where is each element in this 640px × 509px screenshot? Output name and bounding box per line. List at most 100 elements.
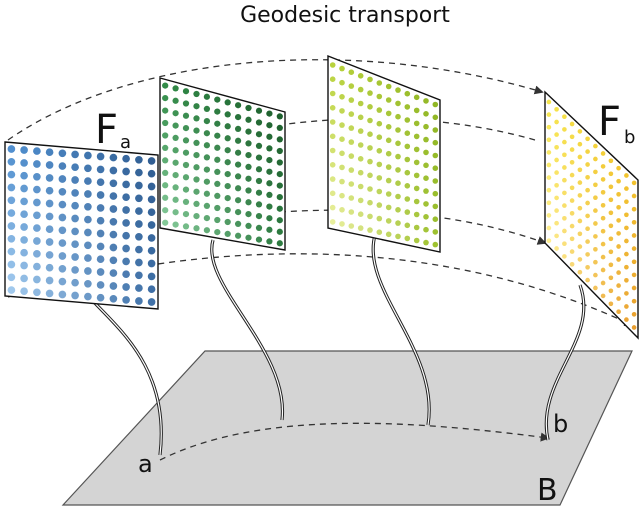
panel-dot [245, 175, 252, 182]
panel-dot [554, 106, 559, 112]
panel-dot [631, 219, 637, 225]
panel-dot [376, 161, 383, 168]
fiber-string-1 [90, 298, 163, 456]
panel-dot [631, 325, 637, 330]
panel-dot [122, 167, 130, 176]
panel-dot [276, 124, 283, 132]
panel-dot [147, 169, 156, 178]
panel-dot [276, 136, 283, 143]
panel-dot [348, 83, 355, 89]
panel-dot [84, 190, 92, 198]
panel-dot [71, 150, 79, 159]
panel-dot [135, 220, 143, 228]
panel-dot [255, 189, 263, 196]
panel-dot [234, 149, 242, 156]
panel-dot [45, 263, 54, 272]
panel-dot [122, 257, 130, 266]
panel-dot [214, 156, 221, 163]
fiber-b-label: F [598, 99, 621, 145]
panel-dot [546, 124, 552, 130]
panel-dot [84, 254, 92, 262]
panel-dot [45, 276, 54, 285]
panel-dot [600, 241, 606, 247]
panel-dot [624, 251, 629, 257]
panel-dot [45, 225, 54, 234]
panel-dot [109, 192, 118, 200]
panel-dot [600, 267, 606, 273]
panel-dot [569, 147, 575, 152]
panel-dot [395, 113, 401, 120]
panel-dot [593, 156, 598, 162]
panel-dot [376, 80, 383, 86]
panel-dot [147, 221, 156, 229]
panel-dot [616, 178, 621, 184]
panel-dot [224, 111, 231, 118]
panel-dot [224, 206, 231, 214]
panel-dot [600, 151, 606, 156]
panel-dot [84, 228, 92, 237]
panel-dot [45, 199, 54, 208]
panel-dot [616, 244, 621, 249]
panel-dot [84, 292, 92, 301]
panel-dot [58, 175, 67, 183]
panel-dot [339, 221, 345, 227]
panel-dot [162, 182, 169, 189]
panel-dot [577, 180, 583, 185]
panel-dot [234, 232, 242, 239]
panel-dot [423, 123, 429, 130]
panel-dot [423, 98, 429, 104]
panel-dot [245, 199, 252, 206]
panel-dot [45, 251, 54, 259]
panel-dot [122, 296, 130, 304]
panel-dot [593, 182, 598, 188]
panel-dot [162, 107, 169, 114]
panel-dot [147, 182, 156, 191]
panel-dot [395, 193, 401, 200]
panel-dot [109, 243, 118, 252]
panel-dot [367, 104, 373, 110]
panel-dot [266, 122, 273, 129]
panel-dot [122, 219, 130, 227]
panel-dot [562, 152, 567, 158]
panel-dot [577, 231, 583, 237]
panel-dot [172, 184, 179, 191]
panel-dot [214, 144, 221, 151]
panel-dot [329, 62, 336, 68]
panel-dot [413, 224, 420, 231]
panel-dot [329, 76, 336, 82]
panel-dot [554, 157, 559, 163]
panel-dot [339, 65, 345, 72]
panel-dot [58, 187, 67, 196]
transport-arc-bottom [7, 253, 634, 327]
panel-dot [162, 207, 169, 214]
panel-dot [45, 212, 54, 221]
panel-dot [329, 190, 336, 197]
panel-dot [20, 184, 28, 193]
panel-dot [45, 174, 54, 182]
panel-dot [432, 127, 439, 133]
panel-dot [276, 217, 283, 224]
panel-dot [234, 137, 242, 144]
panel-dot [109, 179, 118, 188]
panel-dot [147, 208, 156, 217]
panel-dot [276, 159, 283, 166]
panel-dot [585, 174, 590, 180]
panel-dot [266, 215, 273, 222]
panel-dot [616, 270, 621, 275]
panel-dot [182, 137, 190, 144]
panel-dot [182, 112, 190, 119]
panel-dot [631, 206, 637, 212]
panel-dot [255, 236, 263, 243]
panel-dot [109, 230, 118, 239]
panel-dot [71, 240, 79, 249]
panel-dot [546, 137, 552, 143]
panel-dot [569, 159, 575, 165]
panel-dot [423, 201, 429, 207]
panel-dot [224, 135, 231, 142]
panel-dot [423, 226, 429, 233]
panel-dot [585, 136, 590, 142]
panel-dot [423, 111, 429, 117]
panel-dot [608, 158, 614, 164]
panel-dot [413, 133, 420, 140]
